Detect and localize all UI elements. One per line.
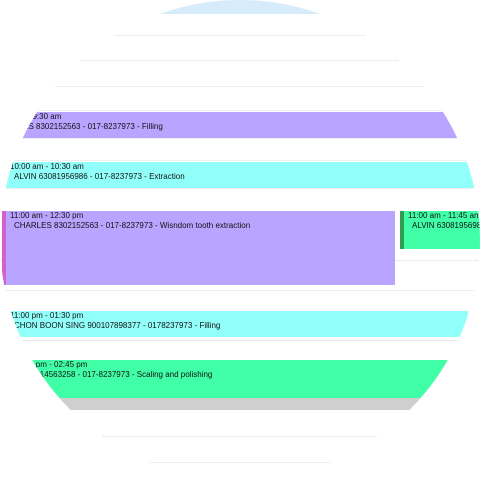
event-description: CHARLES 8302152563 - 017-8237973 - Filli… [0,122,163,131]
slot-line [0,138,480,139]
slot-line [0,340,480,341]
slot-line [0,462,480,463]
event-accent-bar [400,211,404,249]
slot-line [0,160,480,161]
appointment-event[interactable]: 11:00 am - 12:30 pm CHARLES 8302152563 -… [2,211,395,285]
appointment-event[interactable]: 10:00 am - 10:30 am ALVIN 63081956986 - … [6,162,480,188]
event-accent-bar [2,211,6,285]
slot-line [0,290,480,291]
slot-line [0,436,480,437]
event-time: 9:00 am - 09:30 am [0,112,62,121]
event-description: 870514563258 - 017-8237973 - Scaling and… [22,370,213,379]
event-time: 10:00 am - 10:30 am [10,162,84,171]
event-description: ALVIN 63081956986 - 017-8237973 - Extrac… [14,172,185,181]
slot-line [0,86,480,87]
calendar-header [160,0,320,14]
event-description: ALVIN 63081956986 [412,221,480,230]
appointment-event[interactable]: 11:00 pm - 01:30 pm CHON BOON SING 90010… [6,311,468,337]
event-time: 2:00 pm - 02:45 pm [18,360,88,369]
appointment-event[interactable]: 11:00 am - 11:45 am ALVIN 63081956986 [400,211,480,249]
event-time: 11:00 am - 11:45 am [408,211,480,220]
slot-line [0,188,480,189]
event-time: 11:00 pm - 01:30 pm [10,311,84,320]
scroll-shadow [0,398,480,410]
appointment-event[interactable]: 9:00 am - 09:30 am CHARLES 8302152563 - … [0,112,468,138]
appointment-event[interactable]: 2:00 pm - 02:45 pm 870514563258 - 017-82… [6,360,480,398]
slot-line [0,60,480,61]
event-time: 11:00 am - 12:30 pm [10,211,84,220]
event-description: CHARLES 8302152563 - 017-8237973 - Wisnd… [14,221,251,230]
slot-line [0,110,480,111]
event-description: CHON BOON SING 900107898377 - 0178237973… [14,321,221,330]
slot-line [0,35,480,36]
